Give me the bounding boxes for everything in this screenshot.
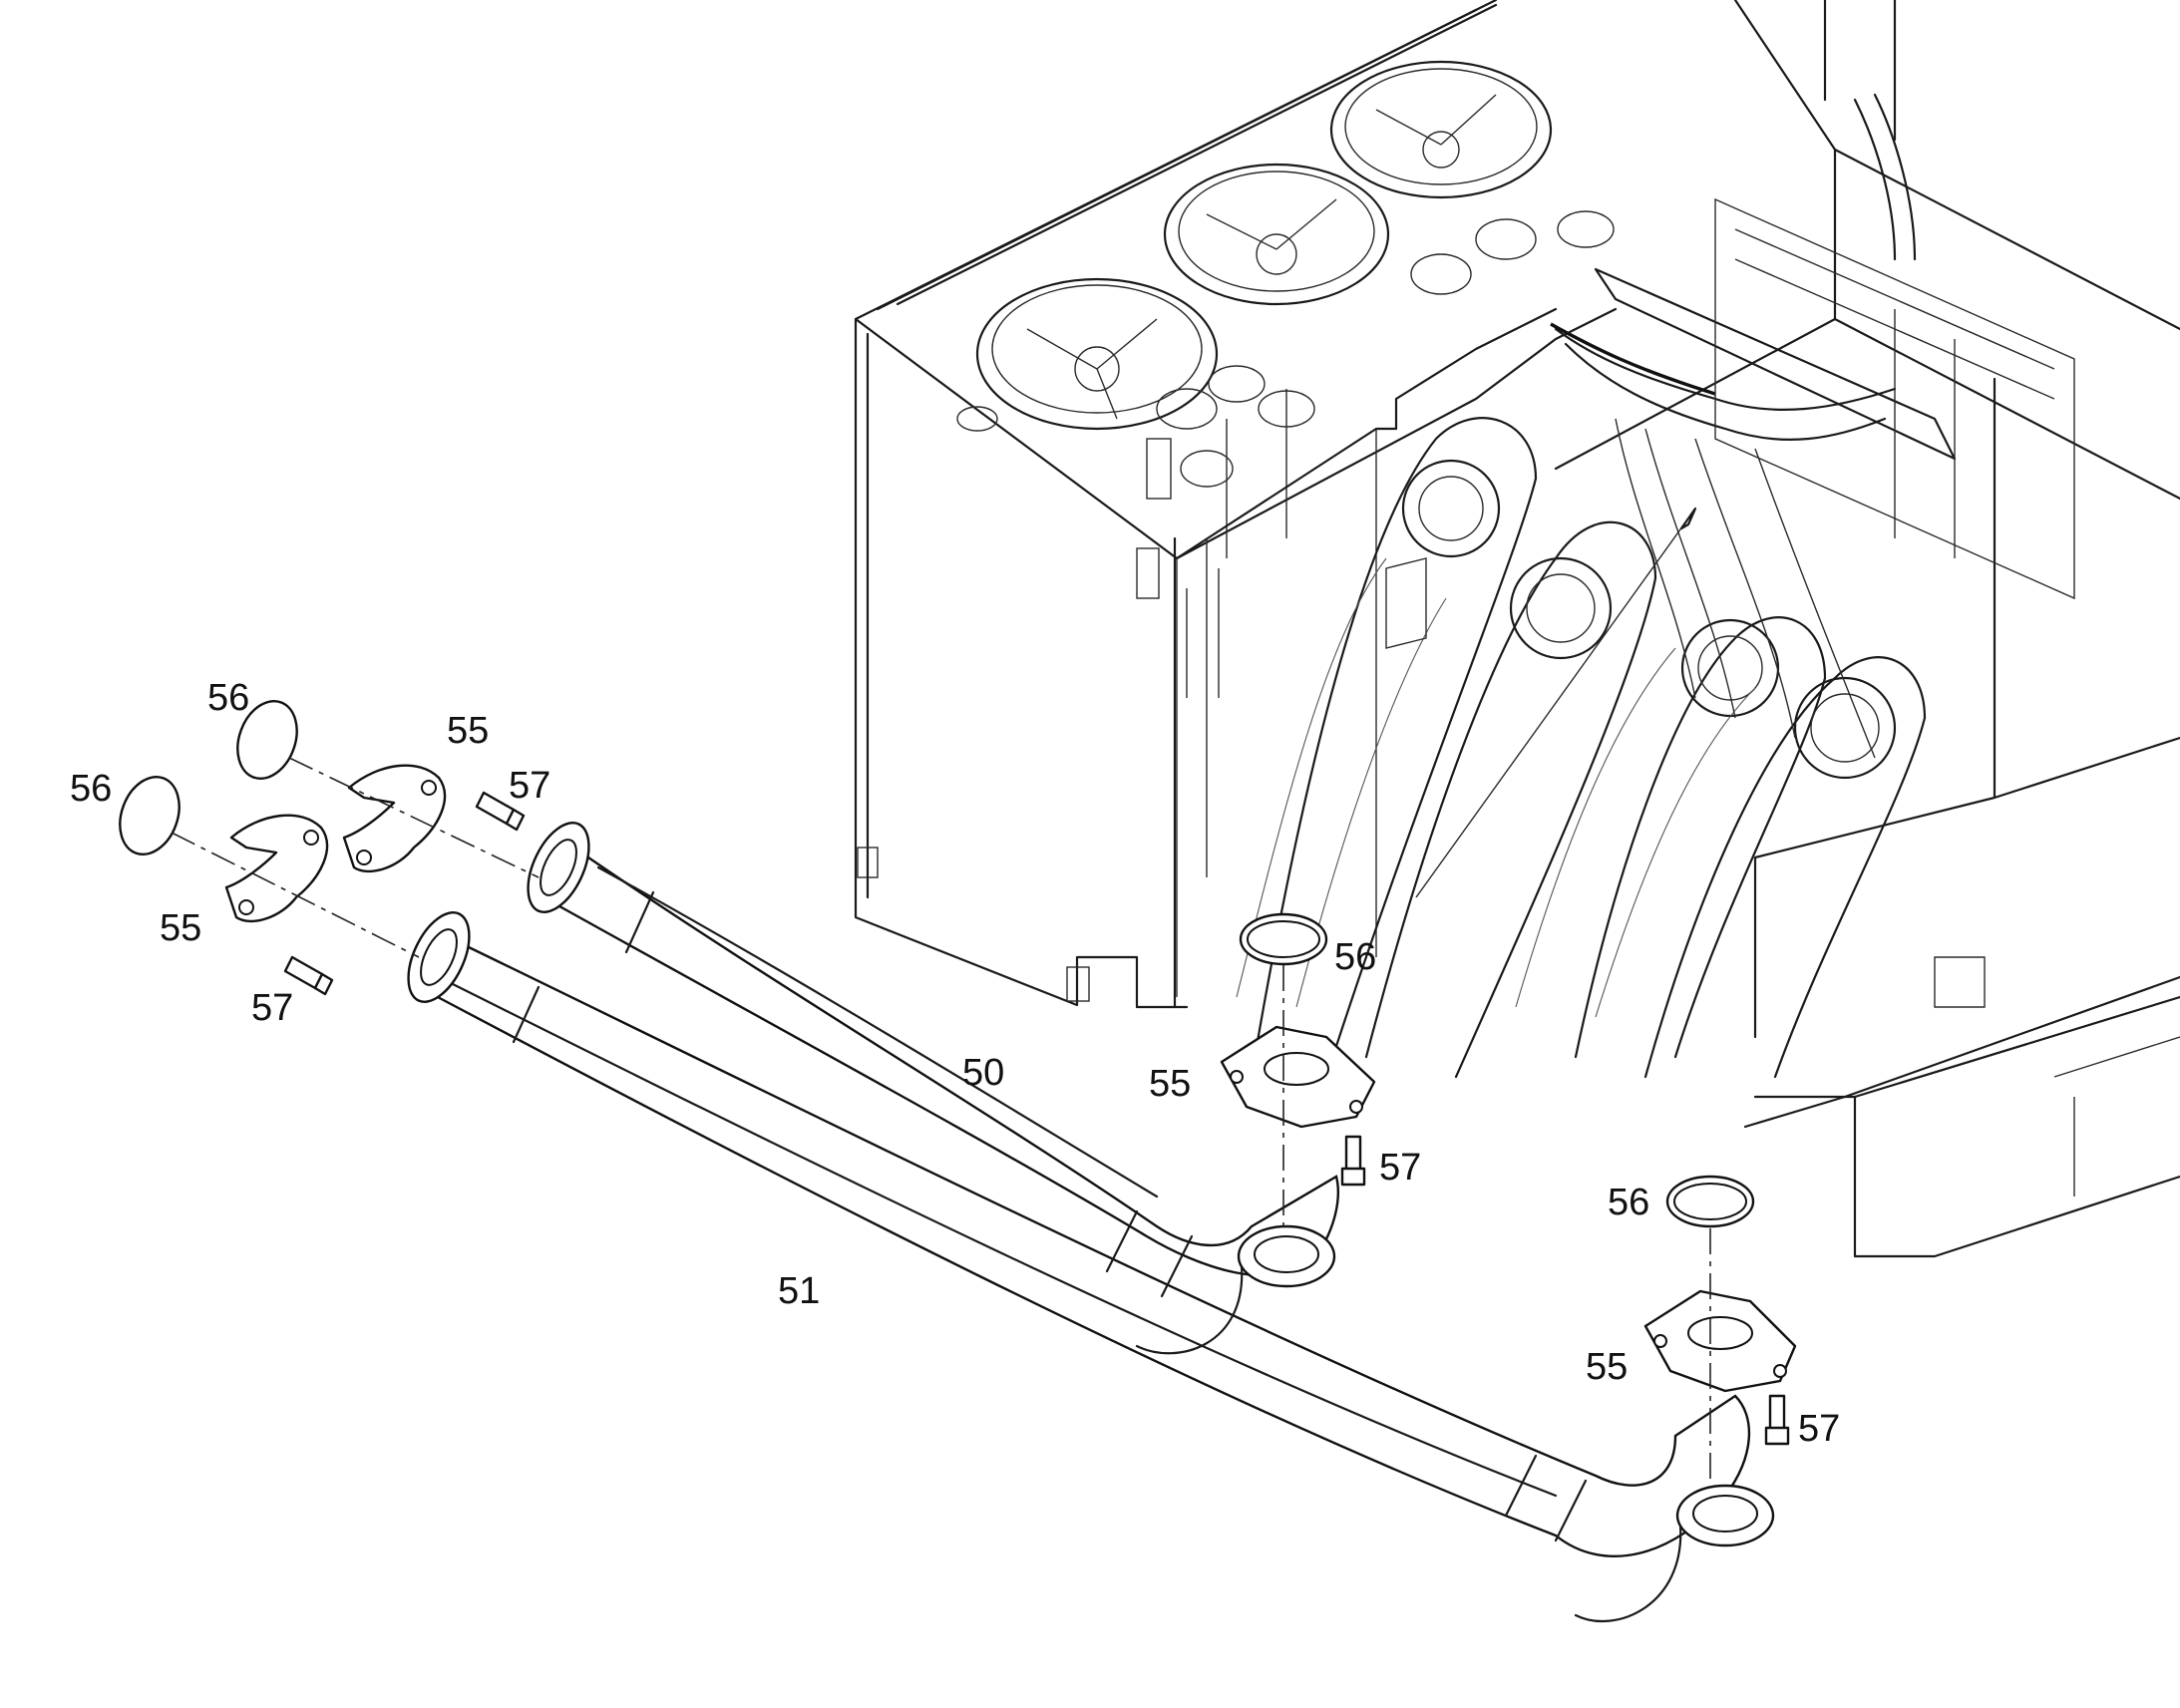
left-connection-parts xyxy=(119,700,540,996)
label-55-upper-left: 55 xyxy=(447,710,489,752)
label-57-middle: 57 xyxy=(1379,1147,1421,1189)
label-56-middle: 56 xyxy=(1334,936,1376,978)
label-55-middle: 55 xyxy=(1149,1063,1191,1105)
elbow-51-connection-parts xyxy=(1643,1175,1797,1486)
hose-50 xyxy=(527,822,1339,1355)
label-50: 50 xyxy=(962,1052,1004,1094)
hose-51 xyxy=(407,911,1775,1623)
label-56-left: 56 xyxy=(70,768,112,810)
label-51: 51 xyxy=(778,1270,820,1312)
elbow-50-connection-parts xyxy=(1220,912,1376,1226)
label-57-left: 57 xyxy=(251,987,293,1029)
label-56-upper-left: 56 xyxy=(207,677,249,719)
machine-frame xyxy=(854,0,2180,1258)
label-57-upper-left: 57 xyxy=(509,765,550,807)
label-56-right: 56 xyxy=(1608,1182,1649,1223)
label-57-right: 57 xyxy=(1798,1408,1840,1450)
label-55-right: 55 xyxy=(1586,1346,1628,1388)
label-55-left: 55 xyxy=(160,907,201,949)
callout-labels: 56 56 55 57 55 57 56 55 57 50 51 56 55 5… xyxy=(70,677,1840,1450)
